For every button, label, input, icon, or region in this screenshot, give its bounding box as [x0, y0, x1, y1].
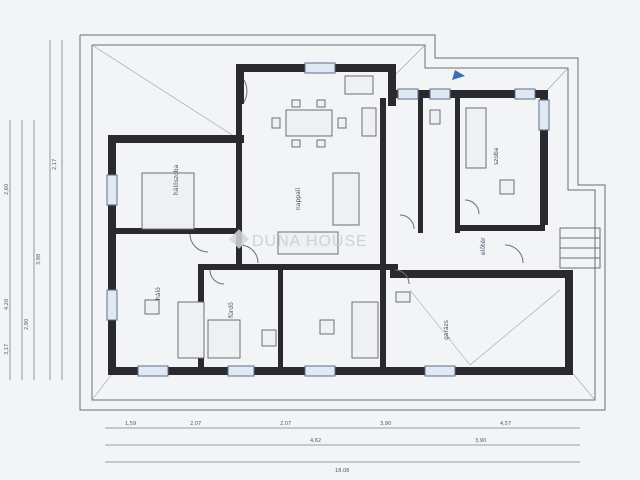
room-label-bath: fürdő — [228, 302, 235, 318]
corner-bathtub — [207, 319, 241, 359]
entrance-steps — [559, 227, 601, 269]
dim-bottom-7: 3,90 — [475, 438, 486, 444]
dim-bottom-2: 2,07 — [190, 421, 201, 427]
dim-bottom-3: 2,07 — [280, 421, 291, 427]
bottom-dimension-lines — [105, 427, 580, 463]
room-label-right: szoba — [493, 147, 500, 165]
wc — [429, 109, 441, 125]
north-arrow-icon — [452, 70, 465, 80]
doors — [189, 79, 524, 285]
furniture — [141, 75, 515, 359]
dim-left-2: 2,60 — [4, 184, 10, 195]
left-dimension-lines — [9, 40, 63, 380]
watermark-text: DUNA HOUSE — [252, 233, 368, 250]
room-label-living: nappali — [295, 188, 302, 210]
room-label-bedroom-1: hálószoba — [173, 164, 180, 195]
room-label-hall: előtér — [480, 237, 487, 255]
room-label-bedroom-2: háló — [155, 287, 162, 300]
dim-bottom-total: 18,08 — [335, 468, 349, 474]
dim-bottom-6: 4,62 — [310, 438, 321, 444]
room-labels: hálószoba háló nappali fürdő szoba garáz… — [155, 147, 500, 340]
dim-left-5: 2,90 — [24, 319, 30, 330]
roof-outline — [79, 34, 606, 411]
dim-left-6: 3,17 — [4, 344, 10, 355]
windows — [106, 62, 550, 377]
duna-house-logo-icon — [229, 229, 249, 249]
watermark: DUNA HOUSE — [229, 229, 368, 250]
dim-bottom-5: 4,57 — [500, 421, 511, 427]
sofa — [332, 172, 360, 226]
dim-bottom-1: 1,59 — [125, 421, 136, 427]
room-label-garage: garázs — [443, 320, 450, 340]
dining-table — [285, 109, 333, 137]
dim-bottom-4: 3,90 — [380, 421, 391, 427]
dim-left-4: 4,20 — [4, 299, 10, 310]
bottom-dimension-labels: 1,59 2,07 2,07 3,90 4,57 4,62 3,90 18,08 — [125, 421, 511, 474]
dim-left-3: 3,98 — [36, 254, 42, 265]
dim-left-1: 2,17 — [52, 159, 58, 170]
left-dimension-labels: 2,17 2,60 3,98 4,20 2,90 3,17 — [4, 159, 58, 355]
kitchen-counter — [344, 75, 374, 95]
double-bed — [141, 172, 195, 230]
